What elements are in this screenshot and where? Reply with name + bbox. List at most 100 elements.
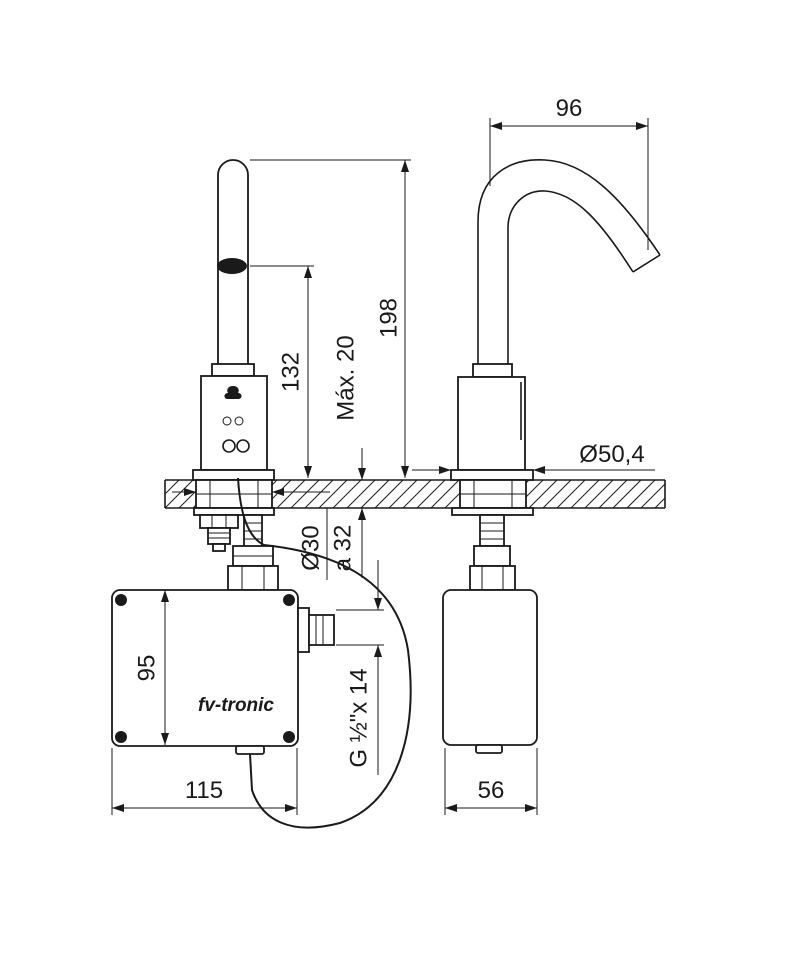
stud-tip [212, 543, 226, 552]
hatch-line [584, 479, 614, 509]
hatch-line [416, 479, 446, 509]
hatch-line [430, 479, 460, 509]
spout-faucet-flange [450, 469, 534, 481]
arrowhead [374, 598, 382, 610]
hatch-line [598, 479, 628, 509]
arrowhead [439, 466, 451, 474]
dimension-label: Ø50,4 [579, 441, 644, 468]
hatch-line [528, 479, 558, 509]
hatch-line [290, 479, 320, 509]
outlet-connector [308, 614, 335, 646]
spout-faucet-body [457, 376, 526, 471]
brand-logo: fv-tronic [198, 695, 274, 716]
arrowhead [272, 488, 284, 496]
dimension-sensor-height: 132 [250, 265, 314, 478]
mounting-plate [451, 507, 534, 516]
hatch-line [374, 479, 404, 509]
dimension-box-height: 95 [133, 590, 169, 745]
dimension-thread: G ½"x 14 [336, 560, 384, 775]
hatch-line [346, 479, 376, 509]
indicator-light-icon [234, 416, 244, 426]
arrowhead [161, 733, 169, 745]
dimension-total-height: 198 [250, 159, 411, 478]
arrowhead [374, 645, 382, 657]
arrowhead [401, 466, 409, 478]
dimension-box-width: 115 [111, 748, 298, 815]
dimension-label: Ø30 [297, 525, 324, 570]
inlet-hex-nut [227, 565, 279, 591]
dimension-label: 95 [133, 655, 160, 682]
arrowhead [358, 508, 366, 520]
hatch-line [542, 479, 572, 509]
mounting-plate [193, 507, 275, 516]
cable-gland [235, 745, 265, 755]
arrowhead [490, 122, 502, 130]
hatch-line [276, 479, 306, 509]
dimension-label: 198 [375, 298, 402, 338]
screw-icon [283, 731, 295, 743]
arrowhead [358, 468, 366, 480]
screw-icon [115, 731, 127, 743]
hatch-line [360, 479, 390, 509]
threaded-stud [207, 527, 231, 545]
arrowhead [304, 266, 312, 278]
spout-inner-edge [507, 190, 634, 365]
spout-faucet-shank [442, 479, 538, 754]
hatch-line [612, 479, 642, 509]
arrowhead [285, 804, 297, 812]
hatch-line [164, 479, 194, 509]
dimension-label: 96 [556, 95, 583, 122]
arrowhead [184, 488, 196, 496]
dimension-hole-diameter: Ø30 a 32 [172, 488, 356, 580]
sensor-faucet-shank [193, 479, 275, 552]
dimension-label: 56 [478, 777, 505, 804]
hatch-line [626, 479, 656, 509]
arrowhead [533, 466, 545, 474]
button-circle-icon [222, 439, 236, 453]
cable-gland [475, 744, 503, 754]
screw-icon [115, 594, 127, 606]
hatch-line [304, 479, 334, 509]
arrowhead [304, 466, 312, 478]
outlet-connector-base [297, 607, 310, 653]
spout-collar [472, 363, 513, 378]
hatch-line [402, 479, 432, 509]
dimension-label: Máx. 20 [332, 335, 359, 420]
control-box-side-view [442, 589, 538, 746]
arrowhead [445, 804, 457, 812]
hand-icon [224, 386, 242, 399]
dimension-spout-reach: 96 [489, 95, 649, 250]
dimension-base-diameter: Ø50,4 [412, 441, 655, 474]
hex-nut [199, 514, 239, 529]
hatch-line [332, 479, 362, 509]
arrowhead [161, 590, 169, 602]
dimension-box-depth: 56 [444, 748, 538, 815]
sensor-faucet [192, 159, 275, 481]
inlet-hex-nut [469, 565, 516, 591]
button-circle-icon [236, 439, 250, 453]
dimension-label: a 32 [329, 525, 356, 572]
dimension-label: 132 [277, 352, 304, 392]
inlet-fitting [473, 545, 511, 567]
arrowhead [525, 804, 537, 812]
arrowhead [401, 160, 409, 172]
spout-outlet [632, 254, 661, 273]
hatch-line [654, 497, 666, 509]
screw-icon [283, 594, 295, 606]
spout-outer-edge [477, 159, 661, 365]
control-box-housing [111, 589, 299, 747]
dimension-label: G ½"x 14 [345, 668, 372, 767]
dimension-max-counter-thickness: Máx. 20 [332, 335, 366, 578]
sensor-faucet-flange [192, 469, 275, 481]
hatch-line [318, 479, 348, 509]
dimension-label: 115 [185, 777, 223, 804]
control-box: fv-tronic [111, 514, 335, 755]
arrowhead [636, 122, 648, 130]
sensor-window [217, 258, 247, 274]
hatch-line [164, 479, 180, 495]
indicator-light-icon [222, 416, 232, 426]
arrowhead [112, 804, 124, 812]
sensor-faucet-collar [211, 363, 255, 377]
hatch-line [640, 483, 666, 509]
